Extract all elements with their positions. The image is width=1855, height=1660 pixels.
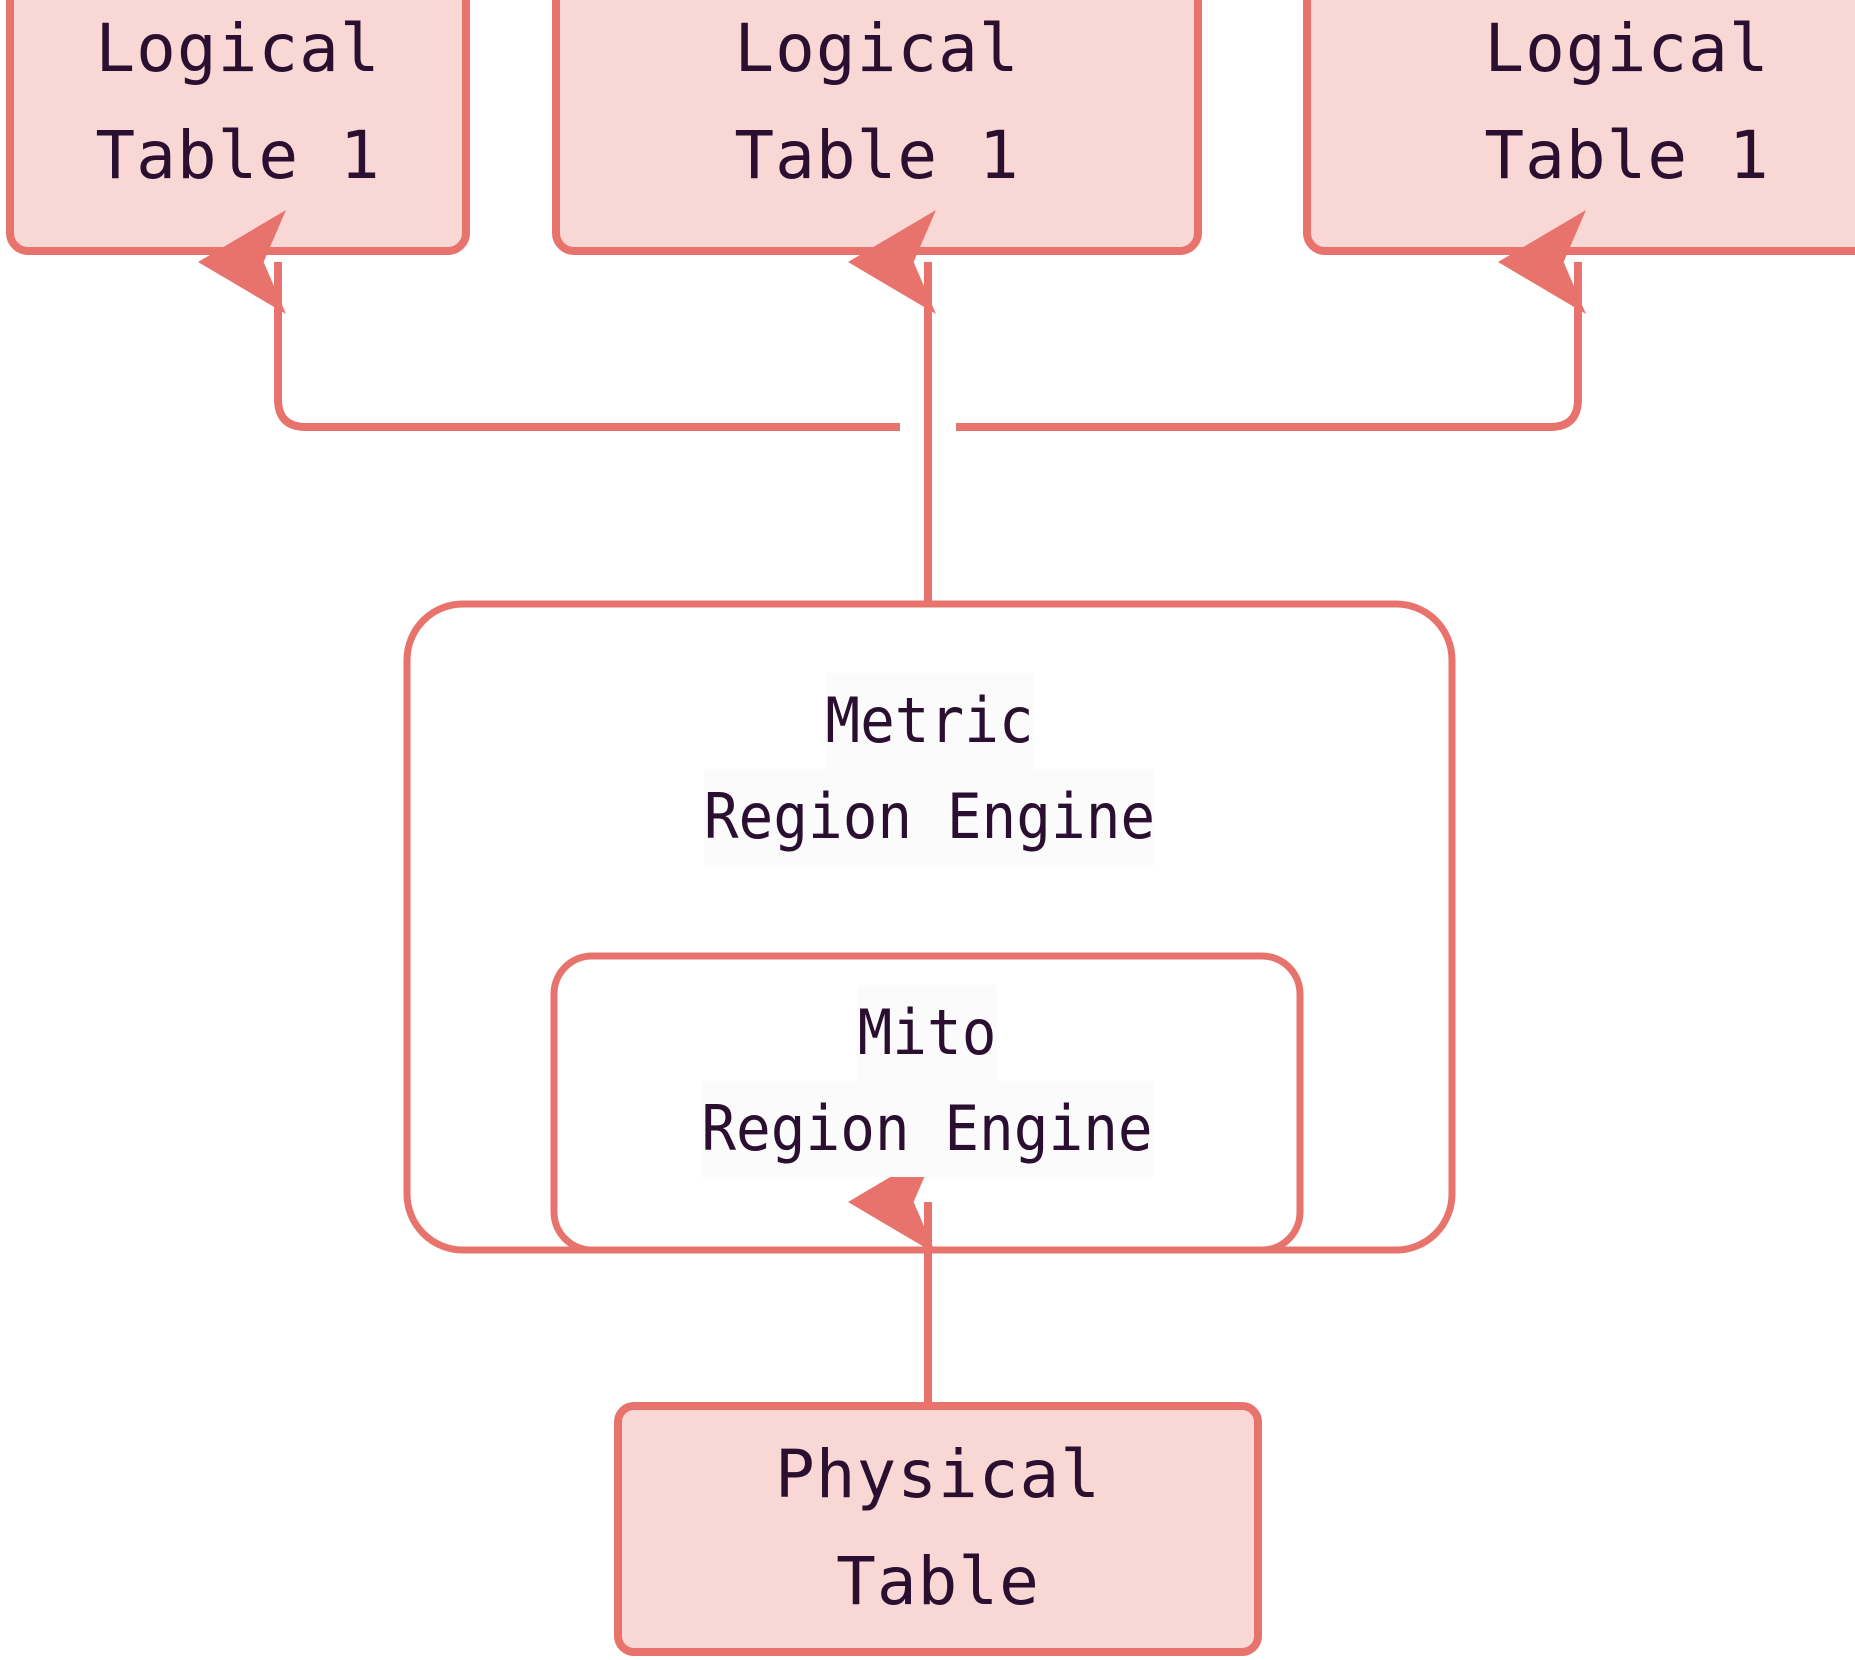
logical-table-2-box[interactable]: [552, 0, 1202, 255]
physical-table-box[interactable]: [614, 1402, 1262, 1656]
logical-table-1-box[interactable]: [6, 0, 470, 255]
edge-metric-to-logical-table-3: [956, 210, 1586, 431]
edge-metric-to-logical-table-1: [198, 210, 900, 431]
logical-table-3-box[interactable]: [1303, 0, 1855, 255]
